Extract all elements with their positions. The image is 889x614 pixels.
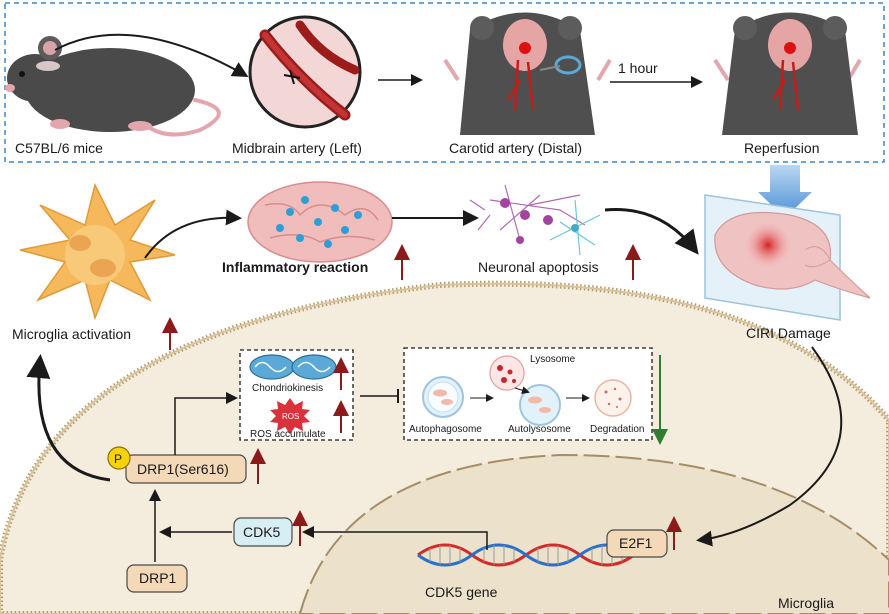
phospho-badge: [107, 446, 131, 470]
ciri-to-e2f1-arrow: [696, 346, 843, 547]
lysosome-label: Lysosome: [530, 354, 576, 365]
drp1-ser616-pill: [125, 454, 247, 484]
microglia-label: Microglia: [778, 595, 834, 611]
drp1-to-microglia-arrow: [26, 354, 111, 482]
neuronal-apoptosis-label: Neuronal apoptosis: [478, 259, 599, 275]
degradation-label: Degradation: [590, 424, 644, 435]
cdk5-label: CDK5: [243, 524, 281, 540]
neurons-illustration: [469, 184, 601, 256]
inflammatory-reaction-label: Inflammatory reaction: [222, 259, 368, 275]
mouse-to-artery-arrow: [54, 33, 249, 77]
drp1-pill: [126, 564, 188, 593]
ciri-brain-panel: [704, 194, 871, 321]
apoptosis-to-ciri-arrow: [604, 208, 699, 255]
drp1-ser616-label: DRP1(Ser616): [137, 461, 229, 477]
e2f1-label: E2F1: [619, 535, 653, 551]
cdk5-dna-helix: [417, 543, 635, 567]
nucleus: [298, 453, 889, 614]
inflamed-brain: [247, 181, 393, 263]
autolysosome-icon: [519, 384, 561, 426]
cdk5-pill: [233, 517, 293, 547]
lysosome-to-autolysosome-arrow: [514, 386, 530, 395]
gene-to-cdk5-arrow: [302, 526, 488, 550]
reperfusion-label: Reperfusion: [744, 140, 820, 156]
microglia-activation-label: Microglia activation: [12, 326, 131, 342]
microglia-illustration: [19, 182, 176, 321]
time-label: 1 hour: [618, 60, 658, 76]
carotid-label: Carotid artery (Distal): [449, 140, 582, 156]
degradation-icon: [594, 379, 632, 417]
drp1-label: DRP1: [139, 570, 177, 586]
artery-magnifier: [248, 15, 362, 129]
cdk5-gene-label: CDK5 gene: [425, 584, 498, 600]
mouse-illustration: [5, 36, 221, 137]
mouse-label: C57BL/6 mice: [15, 140, 103, 156]
drp1-to-mito-arrow: [174, 392, 238, 455]
midbrain-label: Midbrain artery (Left): [232, 140, 362, 156]
e2f1-pill: [606, 529, 668, 558]
reperfusion-mouse: [713, 12, 862, 135]
chondriokinesis-label: Chondriokinesis: [252, 383, 323, 394]
top-panel-border: [4, 2, 885, 163]
ros-accumulate-label: ROS accumulate: [250, 429, 326, 440]
autolysosome-label: Autolysosome: [508, 424, 571, 435]
ciri-damage-label: CIRI Damage: [746, 325, 831, 341]
autophagosome-icon: [422, 376, 464, 418]
phospho-badge-label: P: [114, 452, 122, 466]
ros-burst-icon: [270, 398, 310, 434]
ros-badge: ROS: [282, 412, 299, 421]
autophagosome-label: Autophagosome: [409, 424, 482, 435]
carotid-mouse: [443, 12, 612, 135]
microglia-to-inflammation-arrow: [144, 209, 242, 259]
mitochondria-icon: [249, 354, 337, 380]
inhibition-line: [360, 389, 399, 403]
lysosome-icon: [489, 355, 525, 391]
